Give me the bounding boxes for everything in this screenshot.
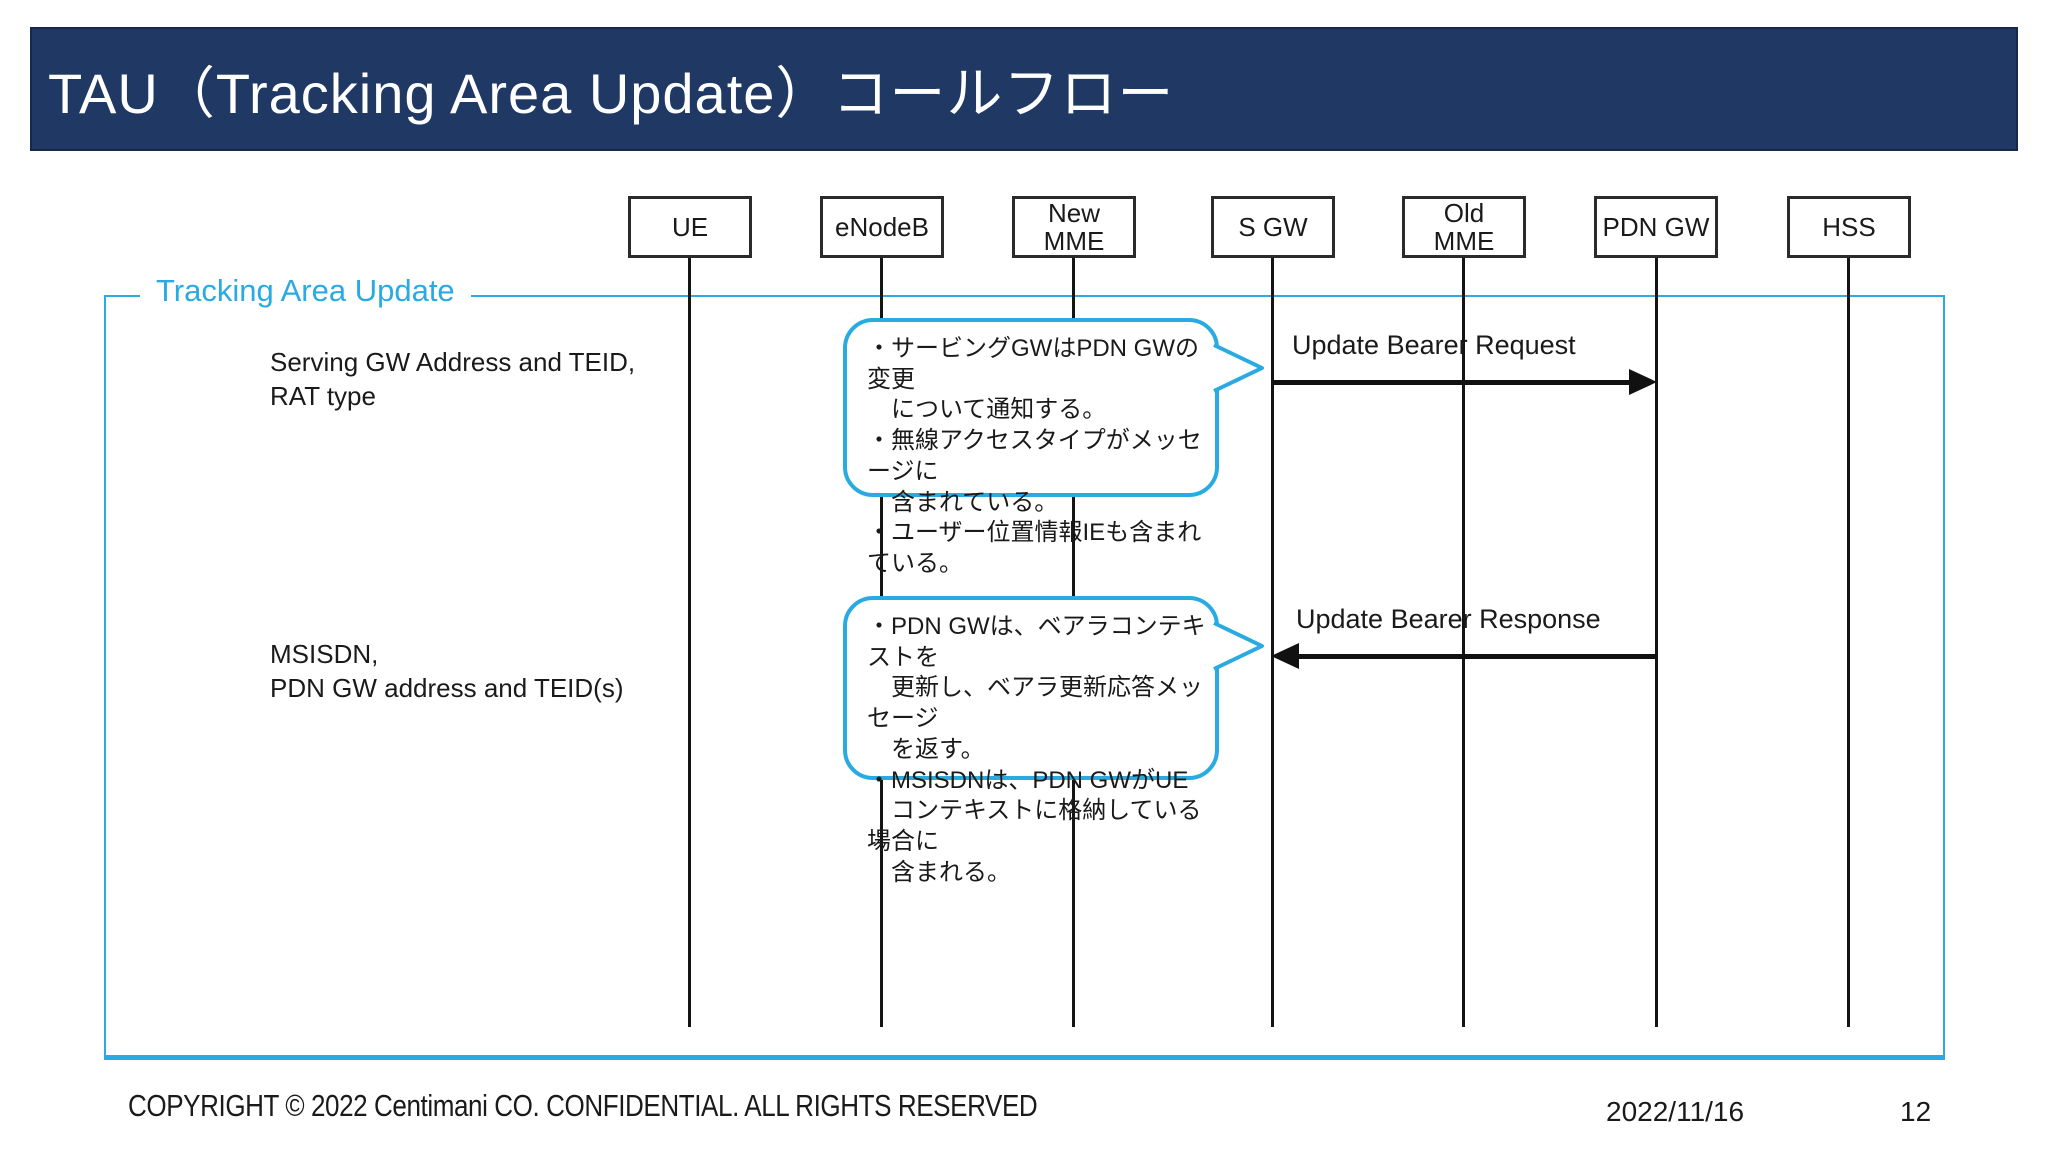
group-label: Tracking Area Update — [140, 271, 471, 311]
actor-box-enodeb: eNodeB — [820, 196, 944, 258]
group-frame — [104, 295, 1945, 1060]
actor-box-pdn-gw: PDN GW — [1594, 196, 1718, 258]
note-update-bearer-response: ・PDN GWは、ベアラコンテキストを 更新し、ベアラ更新応答メッセージ を返す… — [843, 596, 1219, 886]
arrowhead-right-icon — [1629, 369, 1657, 395]
lifeline-pdn-gw — [1655, 258, 1658, 1027]
note-tail-right-icon — [1213, 621, 1264, 671]
note-tail-right-icon — [1213, 343, 1264, 393]
actor-box-ue: UE — [628, 196, 752, 258]
footer-date: 2022/11/16 — [1606, 1096, 1745, 1127]
note-update-bearer-request: ・サービングGWはPDN GWの変更 について通知する。 ・無線アクセスタイプが… — [843, 318, 1219, 577]
actor-box-hss: HSS — [1787, 196, 1911, 258]
title-bar: TAU（Tracking Area Update）コールフロー — [30, 27, 2018, 151]
lifeline-s-gw — [1271, 258, 1274, 1027]
actor-box-new-mme: New MME — [1012, 196, 1136, 258]
message-arrow-update-bearer-response — [1297, 654, 1657, 659]
message-label-update-bearer-request: Update Bearer Request — [1292, 330, 1576, 360]
actor-box-old-mme: Old MME — [1402, 196, 1526, 258]
lifeline-hss — [1847, 258, 1850, 1027]
lifeline-old-mme — [1462, 258, 1465, 1027]
message-arrow-update-bearer-request — [1273, 380, 1633, 385]
arrowhead-left-icon — [1271, 643, 1299, 669]
footer-page-number: 12 — [1900, 1096, 1932, 1127]
actor-box-s-gw: S GW — [1211, 196, 1335, 258]
footer-copyright: COPYRIGHT © 2022 Centimani CO. CONFIDENT… — [128, 1088, 1038, 1123]
annotation-response-params: MSISDN, PDN GW address and TEID(s) — [270, 639, 624, 703]
message-label-update-bearer-response: Update Bearer Response — [1296, 604, 1601, 634]
lifeline-ue — [688, 258, 691, 1027]
page-title: TAU（Tracking Area Update）コールフロー — [48, 61, 1175, 125]
annotation-request-params: Serving GW Address and TEID, RAT type — [270, 347, 636, 411]
